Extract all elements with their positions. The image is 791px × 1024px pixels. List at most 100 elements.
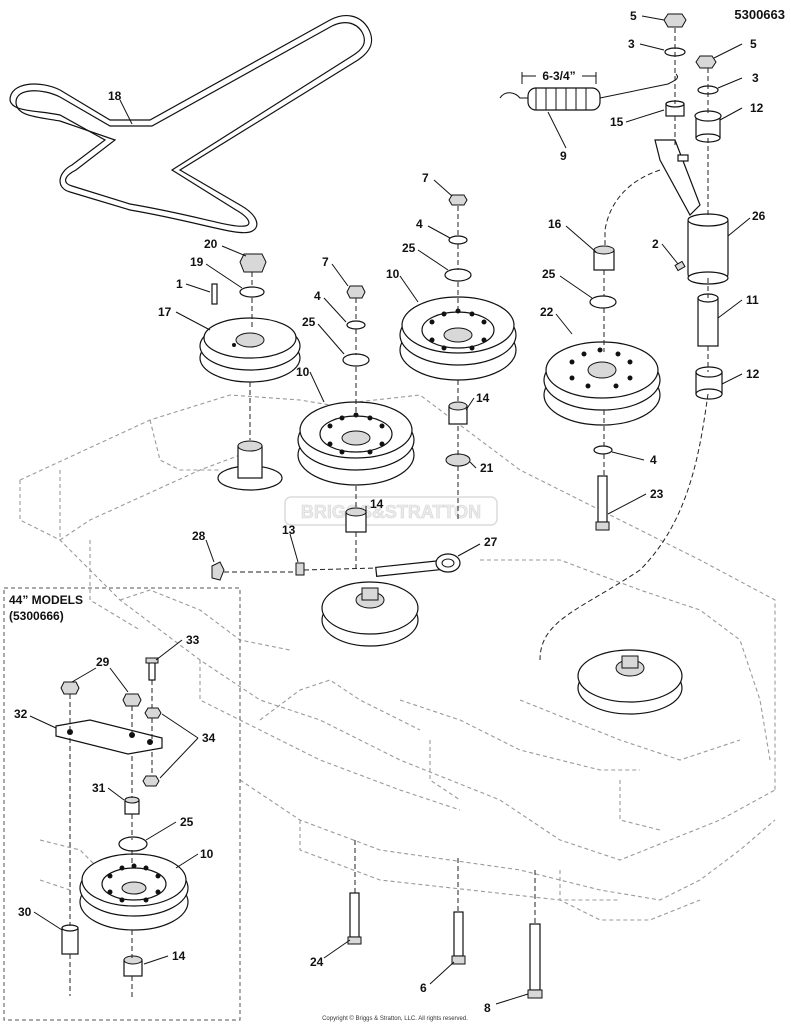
callout-32: 32 [14, 707, 28, 721]
nut-5-left [663, 13, 687, 28]
callout-18: 18 [108, 89, 122, 103]
axis-eyebolt [224, 567, 377, 573]
washer-4-right [593, 445, 613, 455]
callout-28: 28 [192, 529, 206, 543]
pulley-17-drive [199, 317, 301, 383]
inset-44-models: 44” MODELS (5300666) [3, 587, 241, 1021]
bolt-8 [527, 923, 543, 999]
watermark-logo: BRIGGS&STRATTON [284, 496, 498, 526]
nut-34-lower [142, 775, 160, 787]
nut-7-middle [346, 285, 366, 299]
callout-10: 10 [296, 365, 310, 379]
watermark-text: BRIGGS&STRATTON [301, 502, 481, 522]
axis-bottom-bolts [354, 840, 536, 924]
spring-length-dimension: 6-3/4” [521, 69, 597, 84]
bolt-24 [347, 892, 362, 945]
callout-21: 21 [480, 461, 494, 475]
mower-deck-outline [19, 394, 776, 921]
callout-24: 24 [310, 955, 324, 969]
nut-29-left [60, 681, 80, 695]
washer-4-center [448, 235, 468, 245]
diagram-part-number: 5300663 [734, 7, 785, 22]
washer-25-middle [342, 353, 370, 367]
axis-lower-route [539, 393, 709, 661]
callout-25: 25 [302, 315, 316, 329]
inset-part-number: (5300666) [9, 609, 64, 623]
callout-25: 25 [542, 267, 556, 281]
callout-9: 9 [560, 149, 567, 163]
callout-11: 11 [746, 293, 759, 307]
axis-left-pulley [249, 272, 253, 440]
nut-34-upper [144, 707, 162, 719]
callout-20: 20 [204, 237, 218, 251]
spacer-21 [445, 453, 471, 467]
callout-27: 27 [484, 535, 498, 549]
callout-7: 7 [422, 171, 429, 185]
callout-22: 22 [540, 305, 554, 319]
washer-25-inset [118, 836, 148, 852]
callout-5: 5 [750, 37, 757, 51]
callout-8: 8 [484, 1001, 491, 1015]
idler-arm-assembly [654, 139, 729, 285]
drive-belt [9, 14, 373, 234]
callout-14: 14 [476, 391, 490, 405]
callout-26: 26 [752, 209, 766, 223]
callout-29: 29 [96, 655, 110, 669]
bolt-23 [595, 475, 610, 531]
callout-4: 4 [650, 453, 657, 467]
callout-10: 10 [386, 267, 400, 281]
pulley-10-upper [399, 296, 517, 381]
spacer-14-inset [123, 955, 143, 977]
pulley-10-middle [297, 401, 415, 486]
nut-13 [295, 562, 305, 576]
inset-title: 44” MODELS [9, 593, 83, 607]
callout-5: 5 [630, 9, 637, 23]
callout-2: 2 [652, 237, 659, 251]
tube-11 [697, 293, 719, 347]
nut-7-center [448, 194, 468, 206]
pulley-10-inset [79, 853, 189, 931]
bushing-12-upper [694, 110, 722, 143]
plate-32 [55, 719, 163, 755]
bolt-6 [451, 911, 466, 965]
tension-spring [499, 73, 679, 111]
eyebolt-27 [375, 553, 461, 577]
callout-25: 25 [180, 815, 194, 829]
callout-labels: 5 3 5 3 12 15 9 18 7 4 25 10 16 2 26 20 … [14, 9, 766, 1015]
callout-4: 4 [416, 217, 423, 231]
copyright-notice: Copyright © Briggs & Stratton, LLC. All … [322, 1015, 468, 1022]
spacer-16 [593, 245, 615, 271]
nut-29-right [122, 693, 142, 707]
callout-31: 31 [92, 781, 106, 795]
axis-arm-to-spacer [604, 169, 661, 245]
bolt-33 [145, 657, 159, 681]
callout-4: 4 [314, 289, 321, 303]
callout-23: 23 [650, 487, 664, 501]
callout-13: 13 [282, 523, 296, 537]
callout-1: 1 [176, 277, 183, 291]
callout-14: 14 [172, 949, 186, 963]
callout-19: 19 [190, 255, 204, 269]
callout-3: 3 [628, 37, 635, 51]
washer-25-center [444, 268, 472, 282]
callout-25: 25 [402, 241, 416, 255]
spindle-pulley-right [577, 649, 683, 715]
callout-33: 33 [186, 633, 200, 647]
key-1 [211, 283, 218, 305]
nut-20 [239, 253, 267, 273]
callout-12: 12 [746, 367, 760, 381]
locknut-28 [211, 561, 225, 581]
callout-10: 10 [200, 847, 214, 861]
callout-3: 3 [752, 71, 759, 85]
spindle-shaft [217, 440, 283, 491]
callout-34: 34 [202, 731, 216, 745]
washer-19 [239, 286, 265, 298]
callout-7: 7 [322, 255, 329, 269]
spacer-14-center [448, 401, 468, 425]
pulley-22-flat-idler [543, 341, 661, 426]
bushing-12-lower [695, 366, 723, 400]
callout-30: 30 [18, 905, 32, 919]
washer-4-middle [346, 320, 366, 330]
spacer-14-middle [345, 507, 367, 533]
